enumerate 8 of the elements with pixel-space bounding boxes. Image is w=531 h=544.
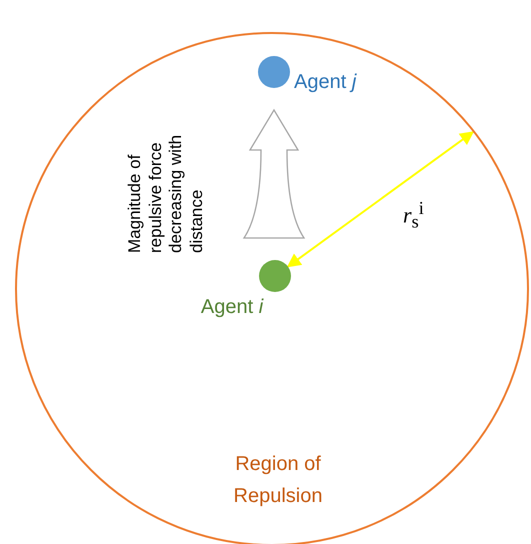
agent-label: Agent j — [294, 71, 358, 94]
region-label: Region of Repulsion — [232, 452, 324, 509]
agent-label: Agent i — [200, 296, 265, 319]
agent-dot — [259, 260, 291, 292]
force-note: Magnitude of repulsive force decreasing with distance — [125, 134, 208, 253]
radius-arrow — [286, 131, 474, 268]
agent-dot — [258, 56, 290, 88]
hollow-arrow — [243, 109, 305, 239]
